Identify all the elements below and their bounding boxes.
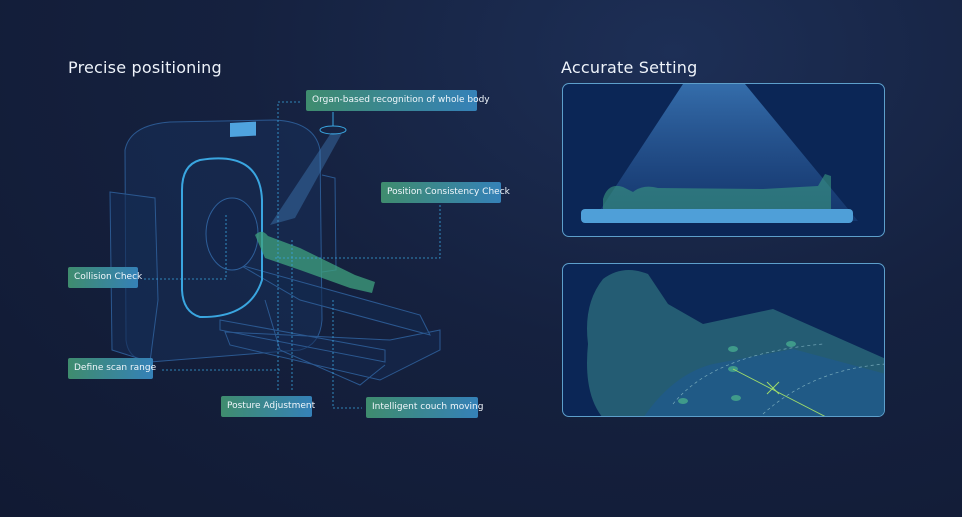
crosshair-icon	[766, 381, 780, 395]
define-scan-range-label: Define scan range	[68, 358, 156, 379]
top-view-panel	[562, 263, 885, 417]
side-view-panel	[562, 83, 885, 237]
gantry-ring	[181, 157, 263, 319]
scan-beam	[593, 84, 858, 221]
ct-scanner-illustration	[109, 101, 441, 409]
couch	[581, 209, 853, 223]
intelligent-couch-label: Intelligent couch moving	[366, 397, 483, 418]
posture-adjustment-label: Posture Adjustment	[221, 396, 315, 417]
patient-figure	[255, 231, 375, 293]
precise-positioning-title: Precise positioning	[68, 58, 222, 77]
position-consistency-label: Position Consistency Check	[381, 182, 510, 203]
connector-lines	[142, 101, 441, 409]
scanner-display	[230, 121, 256, 137]
collision-check-label: Collision Check	[68, 267, 142, 288]
camera-beam	[270, 133, 342, 225]
organ-recognition-label: Organ-based recognition of whole body	[306, 90, 490, 111]
accurate-setting-title: Accurate Setting	[561, 58, 698, 77]
laser-line	[732, 368, 826, 416]
patient-silhouette	[603, 174, 831, 212]
